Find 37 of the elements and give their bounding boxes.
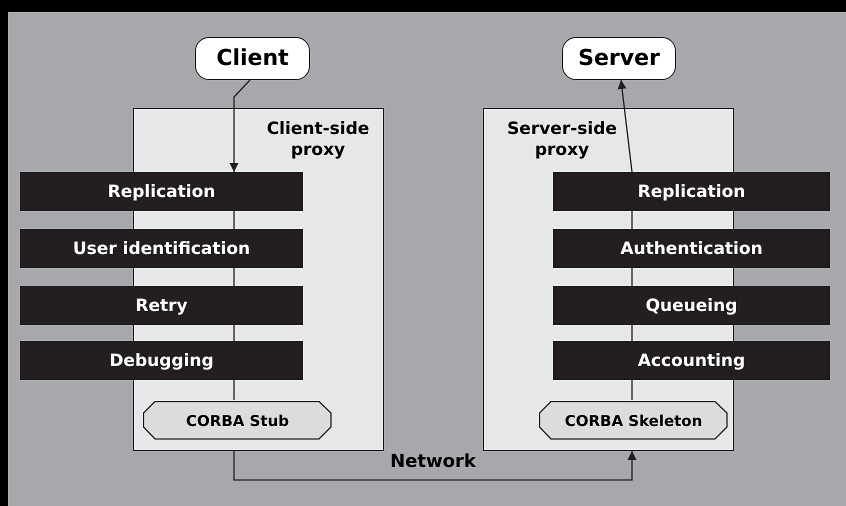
- layer-label: Replication: [108, 182, 216, 202]
- connector-line: [233, 380, 235, 400]
- terminal-box: [562, 37, 676, 80]
- proxy-heading: Client-side proxy: [266, 119, 370, 161]
- terminal-box: [195, 37, 310, 80]
- layer-label: Queueing: [646, 296, 738, 316]
- layer-label: Replication: [638, 182, 746, 202]
- stub-octagon: [143, 401, 332, 440]
- connector-line: [631, 325, 633, 341]
- layer-bar: [20, 341, 303, 380]
- layer-label: Authentication: [620, 238, 763, 258]
- layer-bar: [553, 172, 830, 211]
- layer-bar: [553, 341, 830, 380]
- connector-line: [233, 325, 235, 341]
- terminal-label: Server: [578, 46, 660, 71]
- layer-bar: [20, 286, 303, 325]
- connector-line: [631, 268, 633, 286]
- connector-line: [233, 451, 636, 481]
- connector-line: [631, 211, 633, 229]
- layer-bar: [20, 229, 303, 268]
- layer-bar: [553, 286, 830, 325]
- layer-label: Accounting: [638, 350, 746, 370]
- stub-label: CORBA Skeleton: [564, 412, 702, 430]
- layer-bar: [20, 172, 303, 211]
- connector-line: [631, 380, 633, 400]
- terminal-label: Client: [216, 46, 289, 71]
- layer-label: Retry: [135, 296, 188, 316]
- layer-bar: [553, 229, 830, 268]
- connector-line: [233, 211, 235, 229]
- layer-label: Debugging: [109, 350, 214, 370]
- stub-label: CORBA Stub: [186, 412, 289, 430]
- connector-line: [233, 268, 235, 286]
- connector-line: [230, 80, 250, 172]
- layer-label: User identification: [72, 238, 250, 258]
- proxy-heading: Server-side proxy: [506, 119, 618, 161]
- stub-octagon: [539, 401, 728, 440]
- connector-line: [618, 80, 633, 172]
